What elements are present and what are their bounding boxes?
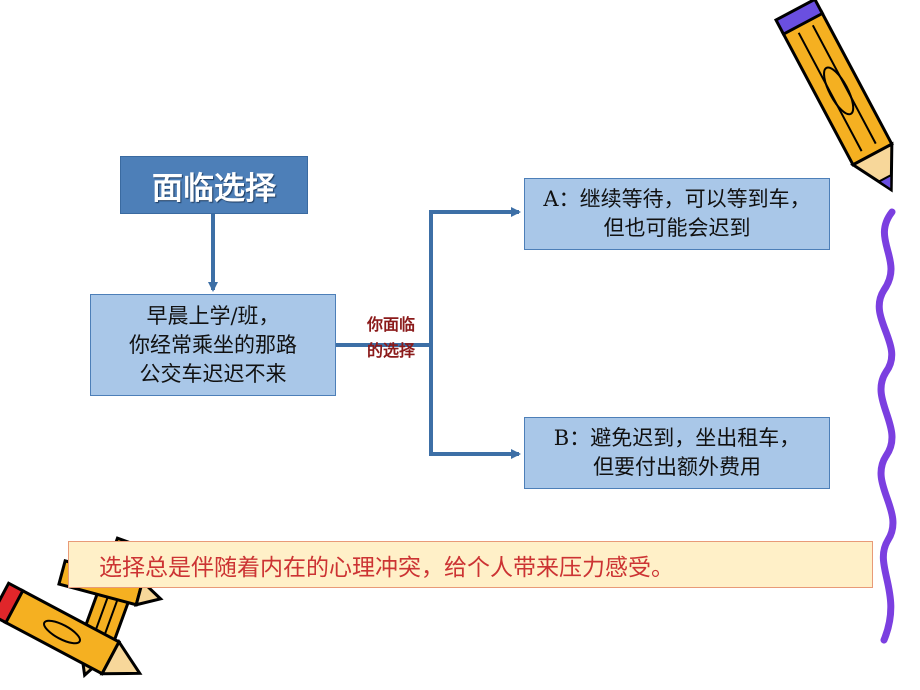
decision-title-box: 面临选择 <box>120 156 308 214</box>
branch-label: 你面临 的选择 <box>366 315 415 360</box>
situation-box: 早晨上学/班， 你经常乘坐的那路 公交车迟迟不来 <box>90 294 336 396</box>
wavy-line-decoration <box>875 208 897 644</box>
option-a-box: A：继续等待，可以等到车， 但也可能会迟到 <box>524 178 830 250</box>
conclusion-banner: 选择总是伴随着内在的心理冲突，给个人带来压力感受。 <box>68 541 873 588</box>
pencil-icon <box>773 0 894 193</box>
option-b-box: B：避免迟到，坐出租车， 但要付出额外费用 <box>524 417 830 489</box>
